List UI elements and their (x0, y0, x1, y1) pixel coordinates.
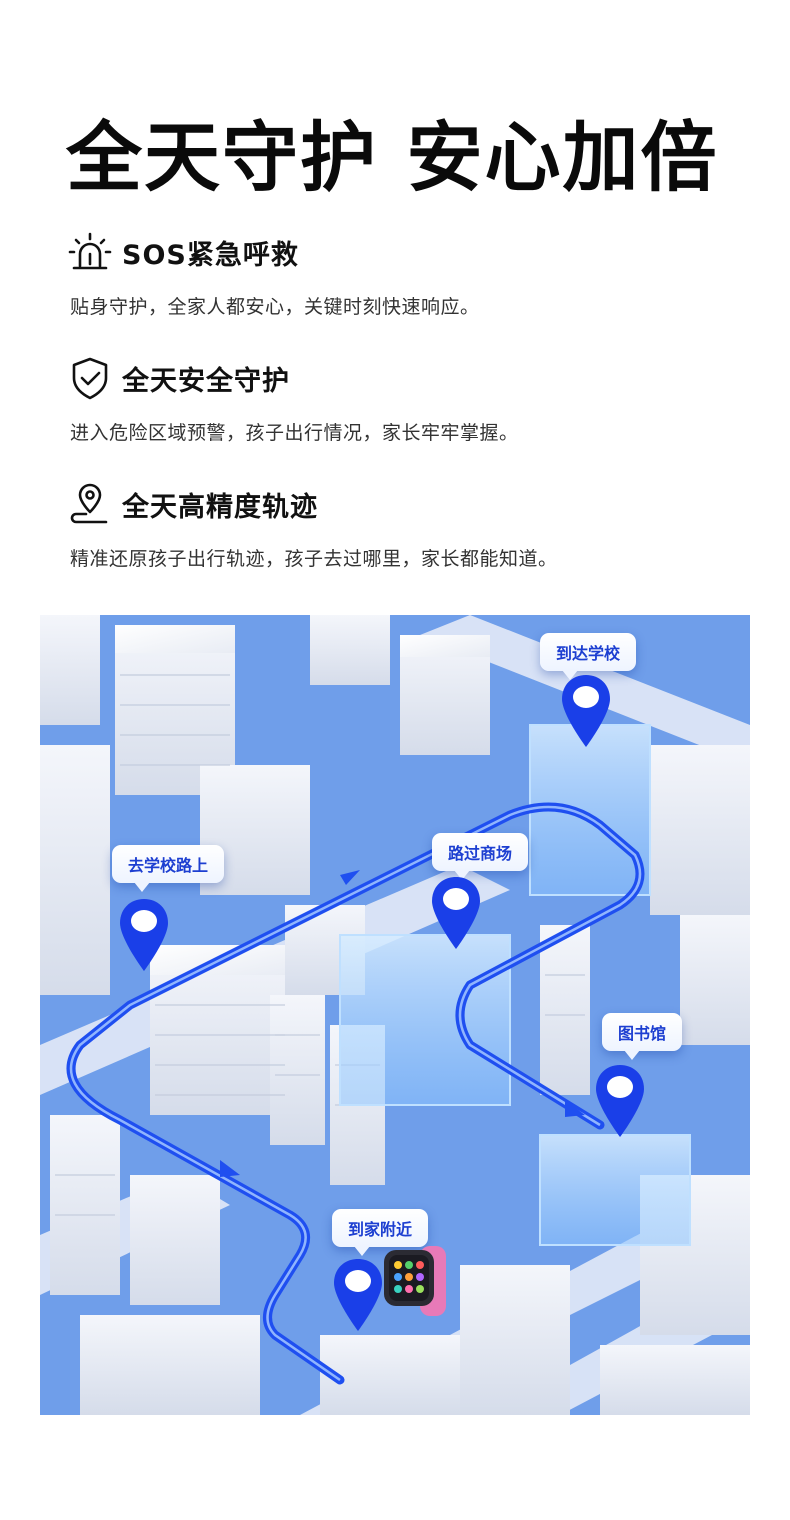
feature-title: 全天安全守护 (122, 365, 290, 397)
city-route-illustration: 到达学校 去学校路上 路过商场 图书馆 到家附近 (40, 615, 750, 1415)
feature-track: 全天高精度轨迹 精准还原孩子出行轨迹，孩子去过哪里，家长都能知道。 (66, 480, 756, 571)
feature-sos: SOS紧急呼救 贴身守护，全家人都安心，关键时刻快速响应。 (66, 228, 756, 319)
page-headline: 全天守护 安心加倍 (66, 113, 719, 202)
label-home: 到家附近 (332, 1209, 429, 1256)
location-pin-icon (558, 671, 614, 751)
shield-check-icon (66, 354, 114, 402)
location-pin-icon (330, 1255, 386, 1335)
label-library: 图书馆 (602, 1013, 683, 1060)
feature-description: 精准还原孩子出行轨迹，孩子去过哪里，家长都能知道。 (70, 548, 558, 570)
city-scene (40, 615, 750, 1415)
alarm-light-icon (66, 228, 114, 276)
location-pin-icon (428, 873, 484, 953)
route-arrows (220, 870, 585, 1177)
smartwatch-icon (380, 1240, 450, 1320)
feature-title: 全天高精度轨迹 (122, 491, 318, 523)
feature-safety: 全天安全守护 进入危险区域预警，孩子出行情况，家长牢牢掌握。 (66, 354, 756, 445)
feature-description: 进入危险区域预警，孩子出行情况，家长牢牢掌握。 (70, 422, 519, 444)
location-pin-icon (592, 1061, 648, 1141)
label-to-school: 去学校路上 (112, 845, 225, 892)
glass-buildings (339, 724, 691, 1246)
location-pin-icon (116, 895, 172, 975)
feature-title: SOS紧急呼救 (122, 239, 299, 271)
label-mall: 路过商场 (432, 833, 529, 880)
buildings (40, 615, 750, 1415)
location-pin-icon (66, 480, 114, 528)
label-school: 到达学校 (540, 633, 637, 680)
feature-description: 贴身守护，全家人都安心，关键时刻快速响应。 (70, 296, 480, 318)
